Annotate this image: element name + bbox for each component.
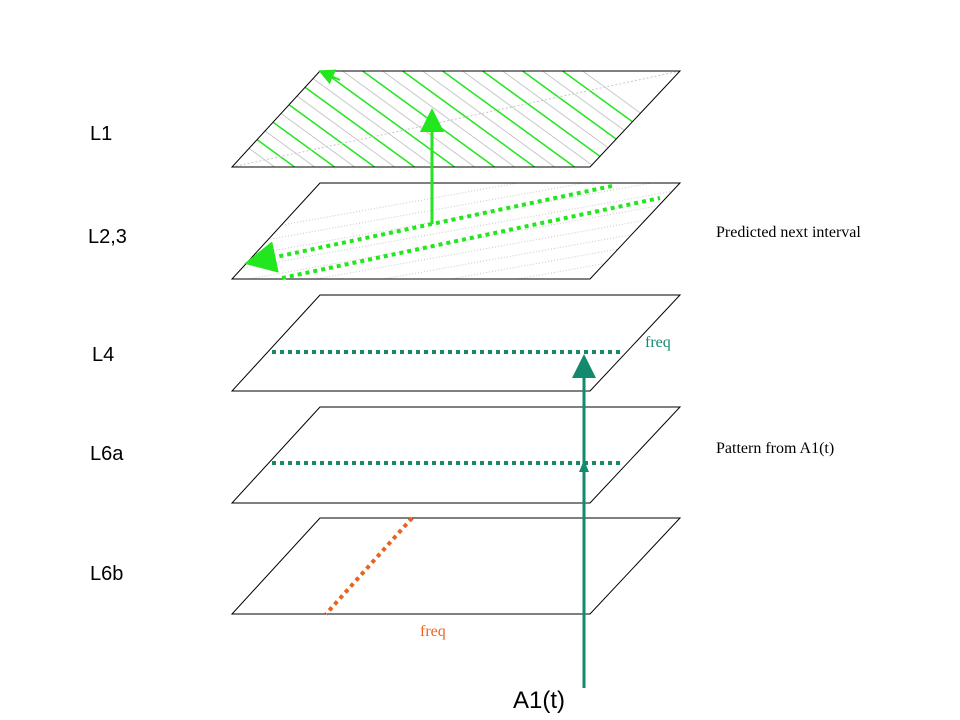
freq-label-l6b: freq — [420, 623, 446, 640]
predicted-interval-line — [281, 196, 661, 280]
l6b-frequency-pattern — [324, 516, 414, 616]
layer-l1-plane — [230, 70, 682, 168]
freq-label-l4: freq — [645, 334, 671, 351]
note-predicted-next-interval: Predicted next interval — [716, 224, 861, 241]
layer-l6a-plane — [230, 406, 682, 504]
a1-input-arrowhead-l6a — [579, 460, 589, 472]
layer-l4-plane — [230, 294, 682, 392]
predicted-interval-arrow-left — [244, 184, 613, 273]
l1-corner-arrow — [318, 69, 341, 85]
label-l1: L1 — [90, 123, 112, 145]
a1-input-label: A1(t) — [513, 687, 565, 714]
label-l6a: L6a — [90, 443, 124, 465]
label-l23: L2,3 — [88, 226, 127, 248]
layer-l6b-plane — [230, 517, 682, 615]
label-l4: L4 — [92, 344, 114, 366]
note-pattern-from-a1: Pattern from A1(t) — [716, 440, 834, 457]
label-l6b: L6b — [90, 563, 123, 585]
